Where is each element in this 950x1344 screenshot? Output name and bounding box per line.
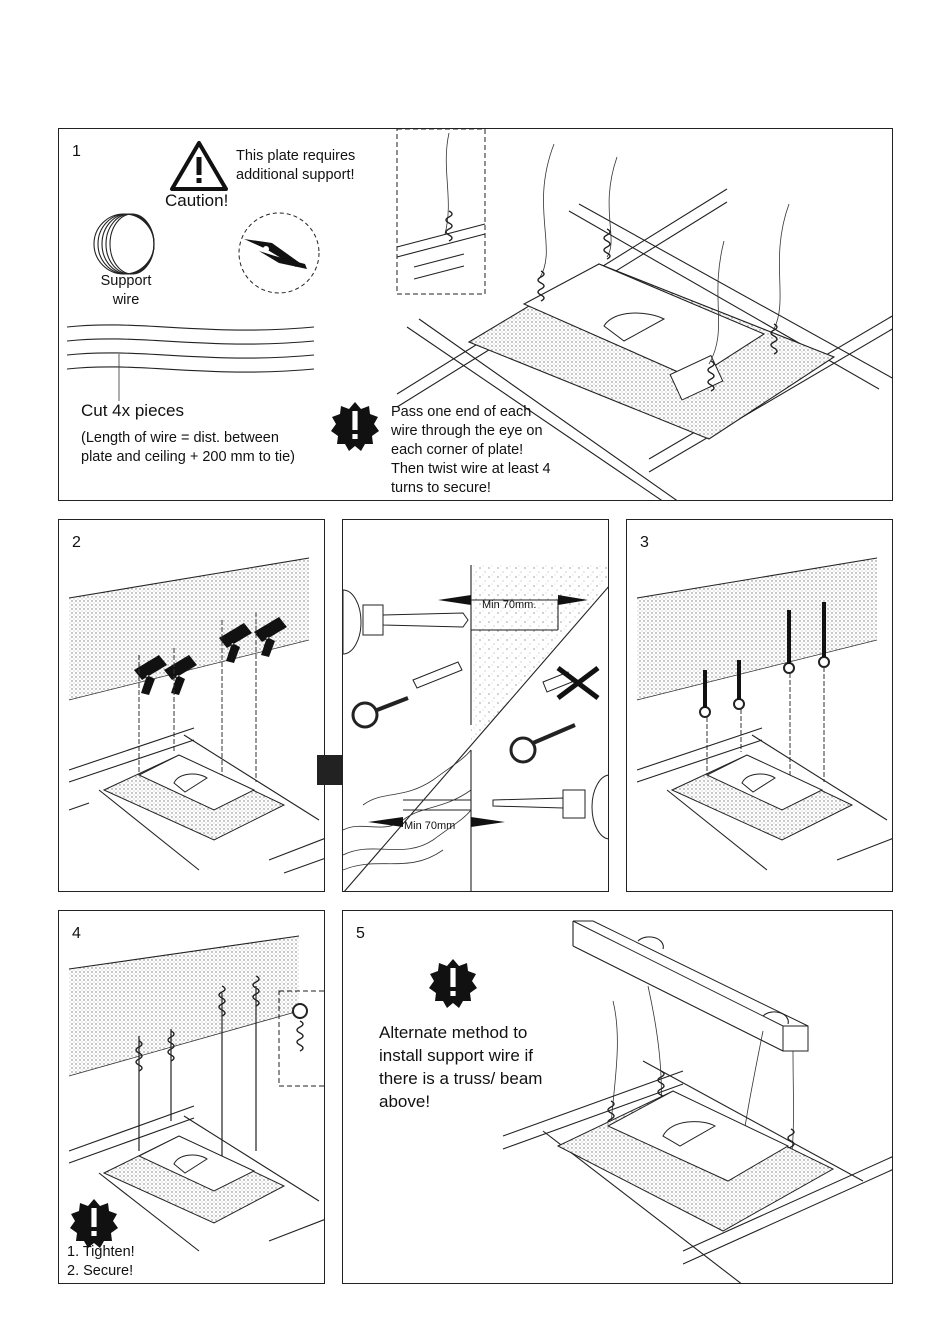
support-wire-label: Support wire [100, 273, 152, 308]
step-5-panel: 5 Alternate method to install support wi… [342, 910, 893, 1284]
step-3-panel: 3 [626, 519, 893, 892]
step-number: 2 [72, 534, 81, 551]
step-2-panel: 2 [58, 519, 325, 892]
min-depth-top-label: Min 70mm. [482, 599, 537, 611]
step-4-illustration [68, 935, 324, 1252]
caution-label: Caution! [165, 191, 229, 210]
step-1-panel: 1 [58, 128, 893, 501]
pass-note: Pass one end of each wire through the ey… [391, 404, 551, 496]
drill-detail-panel: Min 70mm. Min 70mm [342, 519, 609, 892]
cross-mark-icon [556, 666, 600, 700]
step-number: 3 [640, 534, 649, 551]
drill-detail-illustration [343, 565, 608, 891]
caution-note: This plate requires additional support! [236, 148, 356, 183]
step-2-illustration [68, 557, 324, 874]
step-1-illustration [66, 129, 892, 500]
tighten-steps: 1. Tighten! 2. Secure! [67, 1244, 135, 1279]
wire-coil-icon [93, 213, 155, 275]
step-3-illustration [636, 557, 892, 871]
alternate-method-note: Alternate method to install support wire… [379, 1023, 543, 1111]
step-number: 1 [72, 143, 81, 160]
step-number: 5 [356, 925, 365, 942]
exclamation-burst-icon [429, 959, 477, 1008]
wire-cutter-icon [238, 212, 320, 294]
exclamation-burst-icon [331, 402, 379, 451]
min-depth-bottom-label: Min 70mm [404, 820, 456, 832]
cut-note: (Length of wire = dist. between plate an… [81, 430, 295, 465]
step-5-illustration [429, 920, 892, 1283]
exclamation-burst-icon [70, 1199, 118, 1248]
cut-heading: Cut 4x pieces [81, 401, 184, 420]
step-number: 4 [72, 925, 81, 942]
warning-triangle-icon [170, 141, 228, 191]
step-4-panel: 4 1. Tighten! 2. Secure! [58, 910, 325, 1284]
